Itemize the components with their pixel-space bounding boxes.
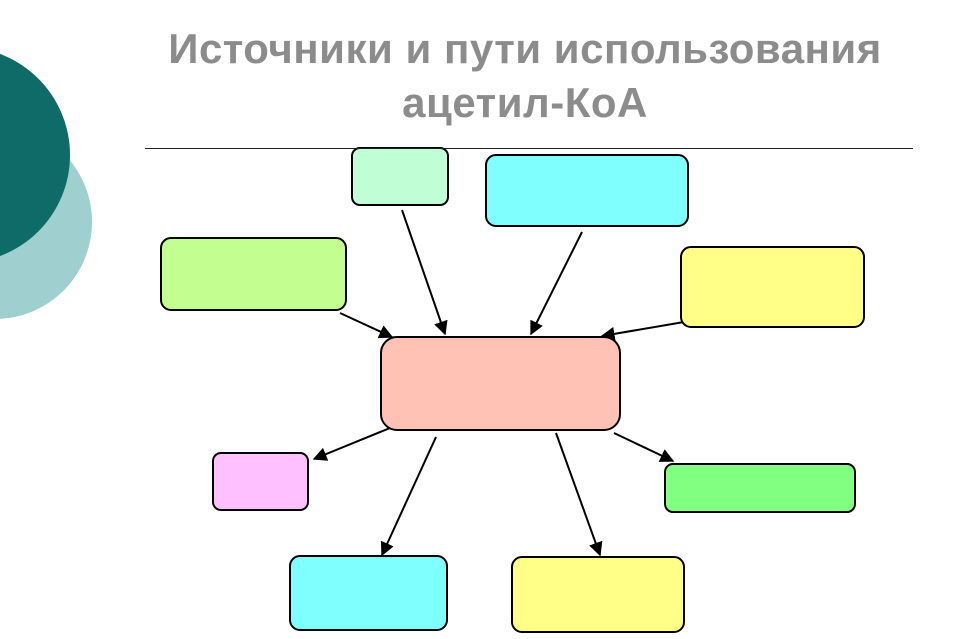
source-box-yellow	[680, 246, 865, 328]
slide-title-line-2: ацетил-КоА	[402, 79, 648, 126]
source-box-mint	[351, 147, 449, 206]
title-divider	[145, 148, 913, 149]
arrow-use-pink	[312, 427, 391, 461]
source-box-cyan	[485, 154, 689, 227]
arrow-source-top-left	[401, 209, 448, 336]
center-box	[380, 336, 621, 431]
source-box-lime	[160, 237, 347, 311]
slide-title: Источники и пути использования ацетил-Ко…	[110, 22, 940, 130]
arrow-use-cyan-bottom	[380, 436, 437, 557]
arrow-source-top-right	[530, 231, 583, 336]
use-box-yellow	[511, 556, 685, 633]
arrow-use-green	[613, 432, 675, 462]
slide-title-line-1: Источники и пути использования	[168, 25, 882, 72]
decorative-circle-dark	[0, 53, 70, 257]
use-box-cyan	[289, 555, 448, 631]
arrow-use-yellow-bottom	[555, 432, 603, 557]
use-box-pink	[212, 452, 309, 511]
arrow-source-left	[339, 312, 394, 339]
use-box-green	[664, 463, 856, 513]
arrow-source-right	[600, 321, 685, 341]
